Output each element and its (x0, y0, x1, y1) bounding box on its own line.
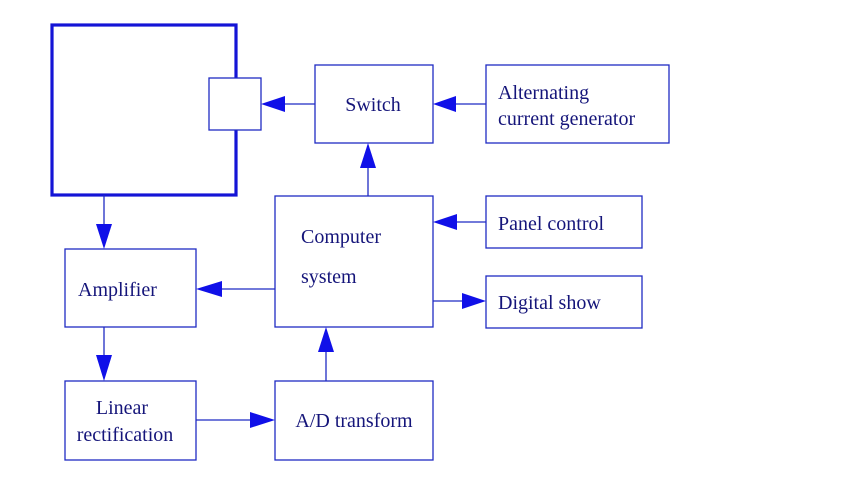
linear-rectification-block (64, 380, 197, 461)
arrow-switch-to-coil (261, 96, 315, 112)
computer-system-block (274, 195, 434, 328)
ac-generator-label-line2: current generator (498, 108, 635, 130)
computer-system-label-line2: system (301, 266, 357, 288)
linear-rectification-label-line2: rectification (77, 424, 174, 446)
switch-label: Switch (345, 94, 401, 116)
arrow-amplifier-to-linear-rectification (96, 327, 112, 381)
ac-generator-block (485, 64, 670, 144)
coil-connector (208, 77, 262, 131)
ac-generator-label-line1: Alternating (498, 82, 589, 104)
arrow-ad-to-computer (318, 327, 334, 381)
switch-block (314, 64, 434, 144)
arrow-generator-to-switch (433, 96, 486, 112)
panel-control-label: Panel control (498, 213, 605, 235)
digital-show-block (485, 275, 643, 329)
ad-transform-label: A/D transform (295, 410, 413, 432)
arrow-computer-to-digital-show (433, 293, 486, 309)
arrow-computer-to-amplifier (196, 281, 275, 297)
panel-control-block (485, 195, 643, 249)
arrow-sensor-to-amplifier (96, 195, 112, 249)
arrow-computer-to-switch (360, 143, 376, 196)
sensor-block (50, 23, 238, 197)
arrow-linear-rectification-to-ad (196, 412, 275, 428)
linear-rectification-label-line1: Linear (96, 397, 149, 419)
amplifier-block (64, 248, 197, 328)
digital-show-label: Digital show (498, 292, 601, 314)
amplifier-label: Amplifier (78, 279, 157, 301)
arrow-panel-control-to-computer (433, 214, 486, 230)
ad-transform-block (274, 380, 434, 461)
computer-system-label-line1: Computer (301, 226, 381, 248)
